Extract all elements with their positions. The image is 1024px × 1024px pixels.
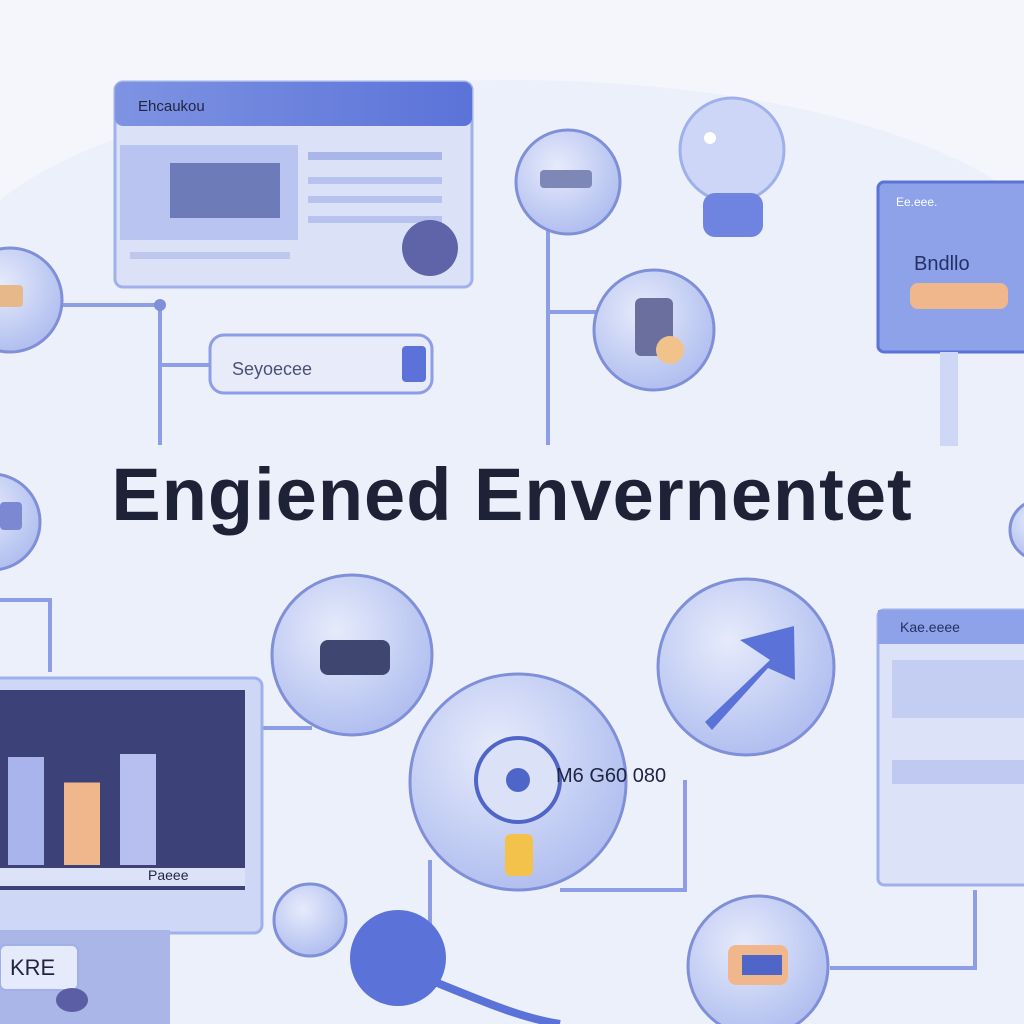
left-top-circle[interactable]	[0, 246, 64, 354]
chart-bar	[8, 757, 44, 865]
lightbulb-icon	[678, 96, 786, 237]
arrow-icon	[705, 626, 795, 730]
right-edge-circle[interactable]	[1008, 500, 1024, 560]
monitor-stand	[0, 930, 170, 1024]
bar-chart	[8, 754, 156, 865]
search-bar-text: Seyoecee	[232, 359, 312, 379]
chart-bar	[120, 754, 156, 865]
right-panel-body: Bndllo	[914, 253, 970, 275]
top-left-window[interactable]	[113, 80, 474, 289]
card-circle[interactable]	[686, 894, 830, 1024]
magnifier-icon[interactable]	[350, 910, 561, 1024]
tools-circle[interactable]	[592, 268, 716, 392]
key-circle[interactable]	[514, 128, 622, 236]
arrow-circle[interactable]	[656, 577, 836, 757]
monitor-stand-label: KRE	[10, 955, 55, 980]
right-panel[interactable]	[876, 180, 1024, 446]
chart-monitor[interactable]	[0, 676, 264, 935]
record-text: M6 G60 080	[556, 765, 666, 787]
bottom-right-title: Kae.eeee	[900, 619, 960, 635]
monitor-caption: Paeee	[148, 867, 189, 883]
small-node[interactable]	[272, 882, 348, 958]
left-middle-circle[interactable]	[0, 473, 42, 571]
page-title: Engiened Envernentet	[111, 453, 913, 536]
chart-bar	[64, 782, 100, 865]
bottom-right-window[interactable]	[876, 608, 1024, 887]
top-left-window-title: Ehcaukou	[138, 98, 205, 115]
record-circle[interactable]	[408, 672, 628, 892]
right-panel-title: Ee.eee.	[896, 195, 937, 209]
record-token-icon	[505, 834, 533, 876]
connector-node	[154, 299, 166, 311]
search-bar[interactable]	[208, 333, 434, 395]
gear-circle[interactable]	[270, 573, 434, 737]
